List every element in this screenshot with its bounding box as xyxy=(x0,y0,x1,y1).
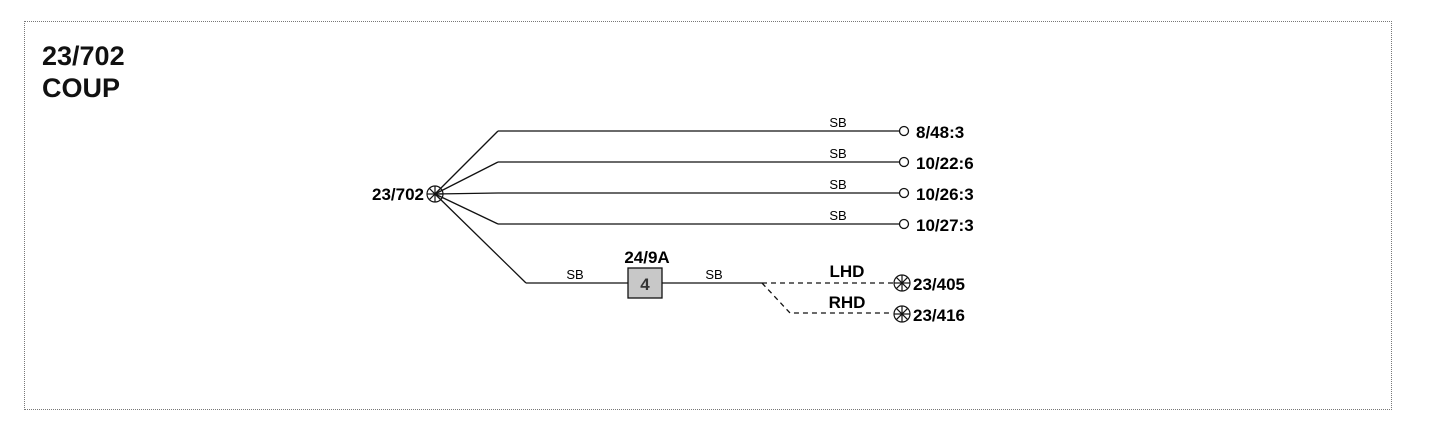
lhd-splice-icon xyxy=(893,274,911,292)
title-code: 23/702 xyxy=(42,41,125,71)
wire-code-fuse-in: SB xyxy=(566,267,583,282)
fan-wire-1 xyxy=(434,130,499,195)
fan-wire-3 xyxy=(434,192,499,195)
terminal-label-1: 8/48:3 xyxy=(916,123,964,142)
fuse-ref: 24/9A xyxy=(624,248,669,267)
fan-wire-5 xyxy=(434,193,527,284)
fan-wire-2 xyxy=(434,161,499,195)
wire-code-3: SB xyxy=(829,177,846,192)
fuse-box xyxy=(627,267,663,299)
source-splice-icon xyxy=(426,185,444,203)
terminal-ring-3 xyxy=(898,187,910,199)
terminal-ring-2 xyxy=(898,156,910,168)
terminal-label-2: 10/22:6 xyxy=(916,154,974,173)
rhd-wire xyxy=(761,282,893,314)
variant-terminal-rhd: 23/416 xyxy=(913,306,965,325)
terminal-label-4: 10/27:3 xyxy=(916,216,974,235)
title-name: COUP xyxy=(42,73,121,103)
wire-code-fuse-out: SB xyxy=(705,267,722,282)
variant-terminal-lhd: 23/405 xyxy=(913,275,965,294)
terminal-ring-4 xyxy=(898,218,910,230)
wire-code-2: SB xyxy=(829,146,846,161)
diagram-title: 23/702 COUP xyxy=(42,40,125,104)
wire-code-1: SB xyxy=(829,115,846,130)
terminal-ring-1 xyxy=(898,125,910,137)
source-label: 23/702 xyxy=(372,185,424,204)
wire-code-4: SB xyxy=(829,208,846,223)
fan-wire-4 xyxy=(434,193,499,225)
diagram-frame xyxy=(24,21,1392,410)
variant-label-lhd: LHD xyxy=(830,262,865,281)
terminal-label-3: 10/26:3 xyxy=(916,185,974,204)
variant-label-rhd: RHD xyxy=(829,293,866,312)
rhd-splice-icon xyxy=(893,305,911,323)
fuse-number: 4 xyxy=(640,275,650,294)
